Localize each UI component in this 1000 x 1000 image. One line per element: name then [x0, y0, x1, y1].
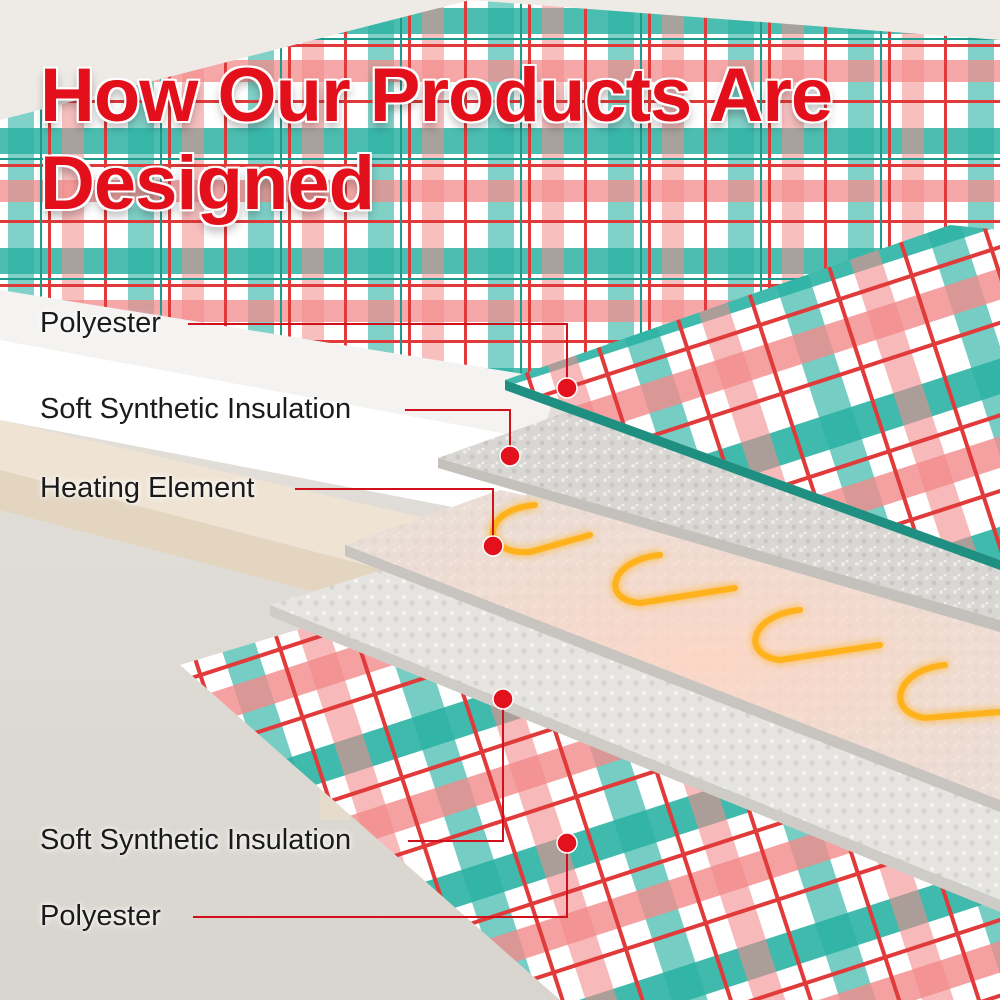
- layer-top-polyester: [505, 225, 1000, 560]
- label-polyester-bottom: Polyester: [40, 900, 161, 932]
- label-heating-element: Heating Element: [40, 472, 255, 504]
- headline: How Our Products Are Designed: [40, 53, 833, 226]
- mattress-top: [0, 0, 1000, 380]
- layer-bottom-insulation: [270, 555, 1000, 900]
- layer-bottom-polyester: [180, 620, 1000, 1000]
- label-polyester-top: Polyester: [40, 307, 161, 339]
- label-insulation-top: Soft Synthetic Insulation: [40, 393, 352, 425]
- callout-dots: [482, 377, 578, 854]
- callout-lines: [188, 323, 568, 918]
- label-insulation-bottom: Soft Synthetic Insulation: [40, 824, 352, 856]
